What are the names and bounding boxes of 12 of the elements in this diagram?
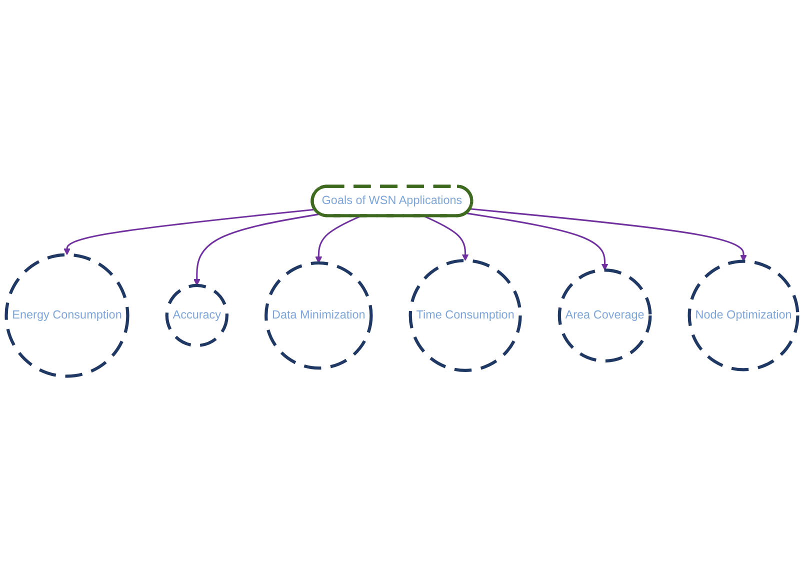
node-circle: Node Optimization (688, 260, 800, 372)
node-circle: Energy Consumption (4, 252, 130, 378)
arrow (315, 215, 362, 264)
node-circle: Data Minimization (264, 261, 373, 370)
node-circle: Accuracy (165, 284, 228, 347)
arrow (466, 212, 608, 270)
arrow (423, 215, 469, 261)
node-circle: Area Coverage (558, 268, 652, 362)
arrow (193, 213, 320, 286)
node-circle: Time Consumption (408, 258, 522, 372)
arrow (470, 208, 747, 262)
arrow (64, 208, 316, 255)
